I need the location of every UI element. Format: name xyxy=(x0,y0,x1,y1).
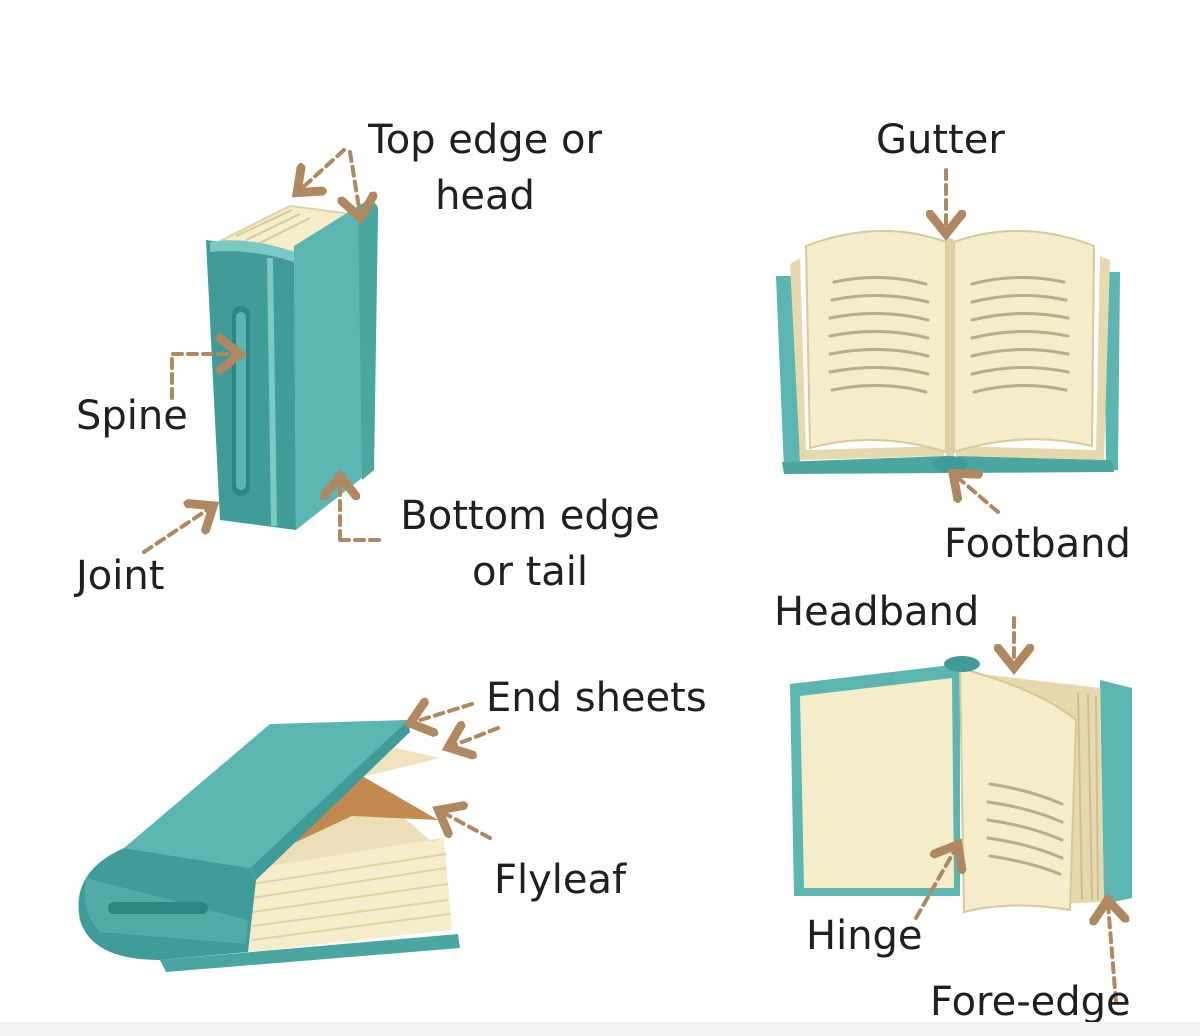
label-bottom-edge: Bottom edge or tail xyxy=(380,488,680,600)
label-footband: Footband xyxy=(944,521,1131,567)
label-joint: Joint xyxy=(76,553,165,599)
label-end-sheets: End sheets xyxy=(486,675,707,721)
label-headband: Headband xyxy=(774,589,980,635)
label-top-edge-line2: head xyxy=(435,173,535,219)
half-open-book xyxy=(790,656,1132,914)
label-flyleaf: Flyleaf xyxy=(494,857,627,903)
open-book xyxy=(776,229,1120,474)
standing-book xyxy=(206,200,379,530)
lying-book xyxy=(78,720,460,972)
callout-arrows xyxy=(142,148,1116,1004)
label-top-edge: Top edge or head xyxy=(345,112,625,224)
label-bottom-edge-line1: Bottom edge xyxy=(400,493,660,539)
label-top-edge-line1: Top edge or xyxy=(368,117,602,163)
label-fore-edge: Fore-edge xyxy=(930,979,1131,1025)
bottom-strip xyxy=(0,1022,1200,1036)
label-spine: Spine xyxy=(76,393,188,439)
label-bottom-edge-line2: or tail xyxy=(471,549,589,595)
label-hinge: Hinge xyxy=(806,913,923,959)
label-gutter: Gutter xyxy=(876,117,1005,163)
